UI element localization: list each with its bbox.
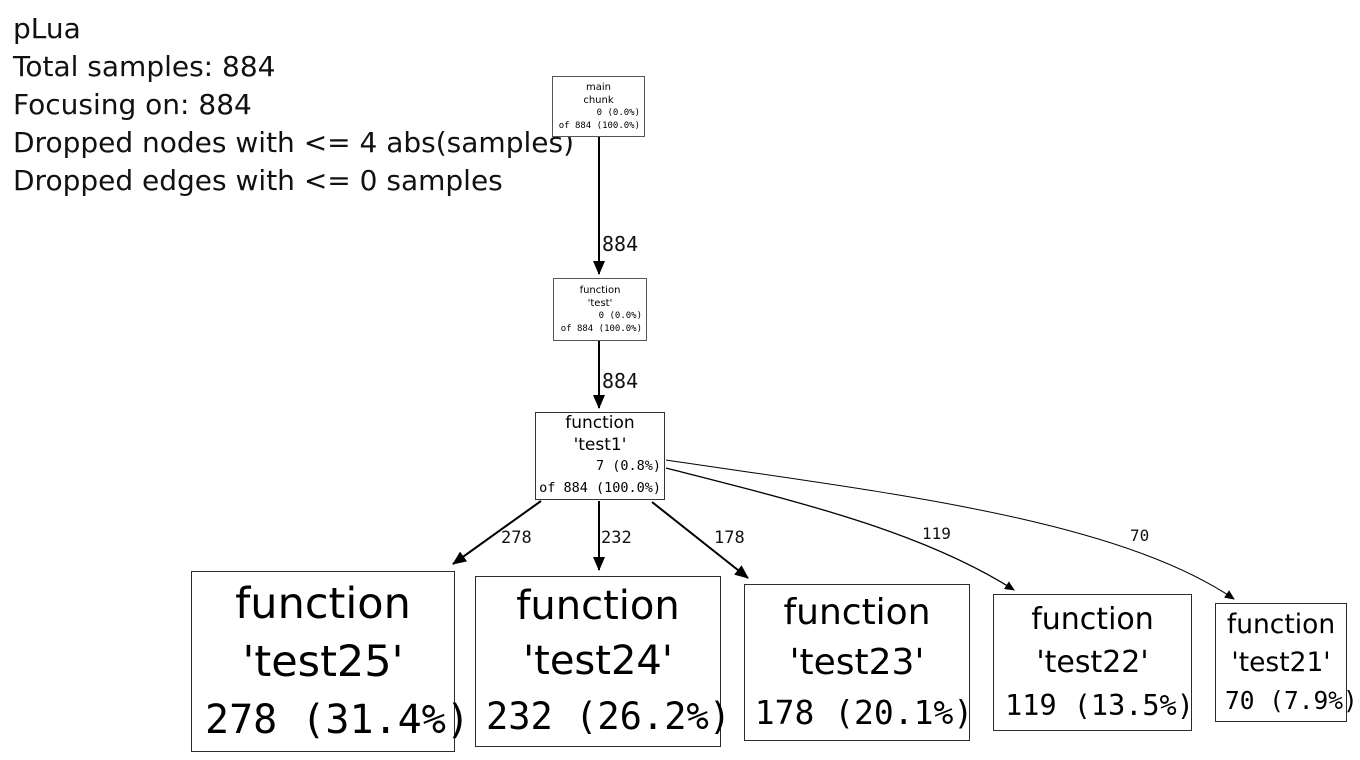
node-line: 'test25' bbox=[242, 636, 404, 687]
node-function-test21: function 'test21' 70 (7.9%) bbox=[1215, 603, 1358, 722]
node-line: function bbox=[565, 413, 635, 433]
node-line: 119 (13.5%) bbox=[1005, 689, 1194, 722]
node-line: function bbox=[579, 284, 621, 296]
node-line: function bbox=[235, 578, 411, 629]
node-line: function bbox=[1226, 608, 1336, 640]
edge-test1-to-test21 bbox=[665, 459, 1235, 600]
edge-test1-to-test25 bbox=[452, 500, 542, 565]
node-function-test1: function 'test1' 7 (0.8%) of 884 (100.0%… bbox=[535, 412, 665, 500]
edge-test1-to-test22 bbox=[665, 467, 1015, 591]
edge-label-test1-to-test24: 232 bbox=[601, 528, 632, 548]
node-main-chunk: main chunk 0 (0.0%) of 884 (100.0%) bbox=[552, 76, 645, 137]
node-line: 'test22' bbox=[1036, 645, 1149, 680]
focusing-on-text: Focusing on: 884 bbox=[13, 88, 252, 121]
node-function-test25: function 'test25' 278 (31.4%) bbox=[191, 571, 470, 752]
edge-label-test1-to-test25: 278 bbox=[501, 528, 532, 548]
node-line: of 884 (100.0%) bbox=[558, 120, 640, 131]
node-function-test24: function 'test24' 232 (26.2%) bbox=[475, 576, 731, 747]
node-line: 278 (31.4%) bbox=[205, 696, 470, 743]
edge-label-test-to-test1: 884 bbox=[602, 369, 639, 393]
node-line: 0 (0.0%) bbox=[598, 310, 642, 321]
edge-label-test1-to-test23: 178 bbox=[714, 528, 745, 548]
dropped-nodes-text: Dropped nodes with <= 4 abs(samples) bbox=[13, 126, 574, 159]
node-function-test22: function 'test22' 119 (13.5%) bbox=[993, 594, 1194, 731]
node-line: function bbox=[1031, 602, 1154, 637]
edge-label-main-to-test: 884 bbox=[602, 232, 639, 256]
edge-label-test1-to-test21: 70 bbox=[1130, 526, 1150, 545]
node-line: of 884 (100.0%) bbox=[539, 479, 661, 496]
profile-summary: pLua Total samples: 884 Focusing on: 884… bbox=[13, 10, 574, 200]
edge-label-test1-to-test22: 119 bbox=[922, 524, 951, 543]
node-function-test: function 'test' 0 (0.0%) of 884 (100.0%) bbox=[553, 278, 647, 341]
profile-title: pLua bbox=[13, 12, 81, 45]
node-line: 7 (0.8%) bbox=[595, 458, 661, 474]
dropped-edges-text: Dropped edges with <= 0 samples bbox=[13, 164, 503, 197]
edge-test1-to-test23 bbox=[651, 501, 749, 579]
node-line: function bbox=[783, 591, 931, 633]
node-line: function bbox=[516, 583, 680, 629]
node-line: main bbox=[586, 81, 611, 93]
node-line: 'test21' bbox=[1231, 646, 1331, 678]
node-line: of 884 (100.0%) bbox=[560, 323, 642, 334]
node-line: 0 (0.0%) bbox=[596, 107, 640, 118]
node-line: 'test23' bbox=[789, 641, 925, 683]
node-line: 'test24' bbox=[523, 638, 673, 684]
node-line: 178 (20.1%) bbox=[754, 692, 974, 732]
total-samples-text: Total samples: 884 bbox=[13, 50, 276, 83]
node-line: 70 (7.9%) bbox=[1225, 685, 1358, 715]
node-line: 232 (26.2%) bbox=[486, 695, 732, 738]
node-line: 'test1' bbox=[573, 434, 627, 455]
node-function-test23: function 'test23' 178 (20.1%) bbox=[744, 584, 973, 741]
node-line: chunk bbox=[583, 94, 614, 106]
node-line: 'test' bbox=[587, 297, 613, 309]
